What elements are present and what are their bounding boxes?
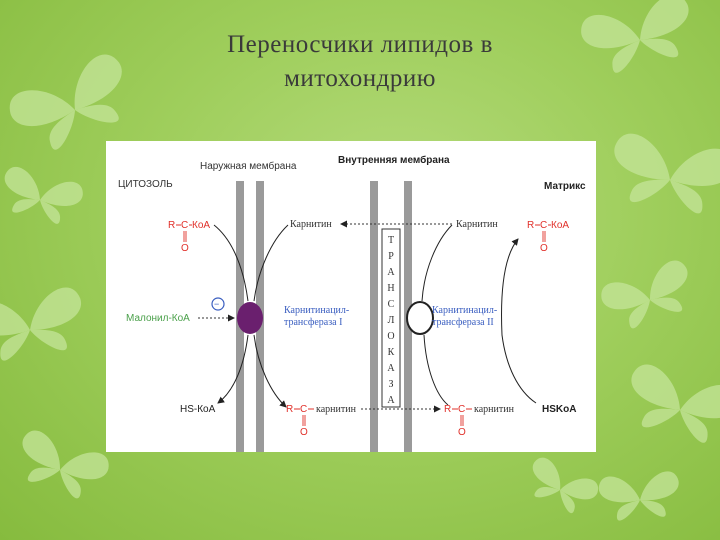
acyl-coa-left-bonds (176, 224, 192, 242)
cytosol-label: ЦИТОЗОЛЬ (118, 179, 173, 190)
transferase-i-line2: трансфераза I (284, 317, 342, 328)
curve-t2-to-acylcarnitine (423, 334, 449, 406)
acylcarnitine-left-r: R (286, 404, 293, 415)
inhibition-icon (211, 297, 225, 311)
curve-hscoa-to-acylcoa (501, 238, 537, 404)
translocase-letter: З (388, 379, 393, 390)
curve-carnitine-to-t1 (253, 224, 289, 302)
acyl-coa-left-c: C (181, 220, 188, 231)
acyl-coa-left-r: R (168, 220, 175, 231)
acyl-coa-right-coa: КоА (551, 220, 569, 231)
translocase-letter: А (387, 395, 395, 406)
diagram-panel: Наружная мембрана Внутренняя мембрана ЦИ… (106, 141, 596, 452)
inhibition-sign: − (214, 299, 219, 309)
acylcarnitine-right-c: C (458, 404, 465, 415)
acylcarnitine-right-bonds (452, 408, 472, 426)
translocase-box (381, 228, 401, 408)
title-line-1: Переносчики липидов в (227, 31, 493, 58)
slide-title: Переносчики липидов в митохондрию (120, 28, 600, 96)
acylcarnitine-right-label: карнитин (474, 404, 515, 415)
acylcarnitine-right-o: O (458, 427, 466, 438)
acylcarnitine-left-label: карнитин (316, 404, 357, 415)
transferase-ii-line2: трансфераза II (432, 317, 494, 328)
translocase-letter: К (388, 347, 395, 358)
malonyl-coa-label: Малонил-КоА (126, 313, 190, 324)
curve-carnitine-to-t2 (421, 224, 453, 302)
carnitine-top-right: Карнитин (456, 219, 498, 230)
translocase-letter: С (388, 299, 395, 310)
outer-membrane-label: Наружная мембрана (200, 160, 297, 172)
acylcarnitine-left: R C O (286, 404, 308, 438)
acylcarnitine-left-bonds (294, 408, 314, 426)
acyl-coa-right-r: R (527, 220, 534, 231)
curve-t1-to-hscoa (217, 334, 249, 404)
carnitine-top-left: Карнитин (290, 219, 332, 230)
transferase-i-line1: Карнитинацил- (284, 305, 349, 316)
curve-t1-to-acylcarnitine (253, 334, 287, 408)
carnitine-shuttle-diagram: Наружная мембрана Внутренняя мембрана ЦИ… (118, 154, 586, 452)
translocase-label: Т Р А Н С Л О К А З А (387, 235, 395, 406)
acylcarnitine-right: R C O (444, 404, 466, 438)
translocase-letter: О (387, 331, 394, 342)
hs-coa-right: HSKoA (542, 404, 576, 415)
translocase-letter: Т (388, 235, 394, 246)
transferase-ii-circle (406, 301, 434, 335)
acyl-coa-right-o: O (540, 243, 548, 254)
transferase-ii-line1: Карнитинацил- (432, 305, 497, 316)
acyl-coa-right-bonds (535, 224, 551, 242)
matrix-label: Матрикс (544, 181, 586, 192)
acylcarnitine-left-o: O (300, 427, 308, 438)
translocase-letter: Л (388, 315, 395, 326)
acyl-coa-right-c: C (540, 220, 547, 231)
inner-membrane-bar-1 (370, 181, 378, 452)
curve-acylcoa-to-t1 (213, 224, 249, 302)
acyl-coa-right: R C КоА O (527, 220, 569, 254)
acyl-coa-left-o: O (181, 243, 189, 254)
translocase-letter: А (387, 267, 395, 278)
transferase-i-circle (237, 302, 263, 334)
acylcarnitine-left-c: C (300, 404, 307, 415)
acyl-coa-left-coa: КоА (192, 220, 210, 231)
inner-membrane-label: Внутренняя мембрана (338, 154, 450, 166)
translocase-letter: Н (387, 283, 394, 294)
acyl-coa-left: R C КоА O (168, 220, 210, 254)
acylcarnitine-right-r: R (444, 404, 451, 415)
translocase-letter: А (387, 363, 395, 374)
translocase-letter: Р (388, 251, 394, 262)
hs-coa-left: HS-КоА (180, 404, 216, 415)
title-line-2: митохондрию (284, 65, 436, 92)
